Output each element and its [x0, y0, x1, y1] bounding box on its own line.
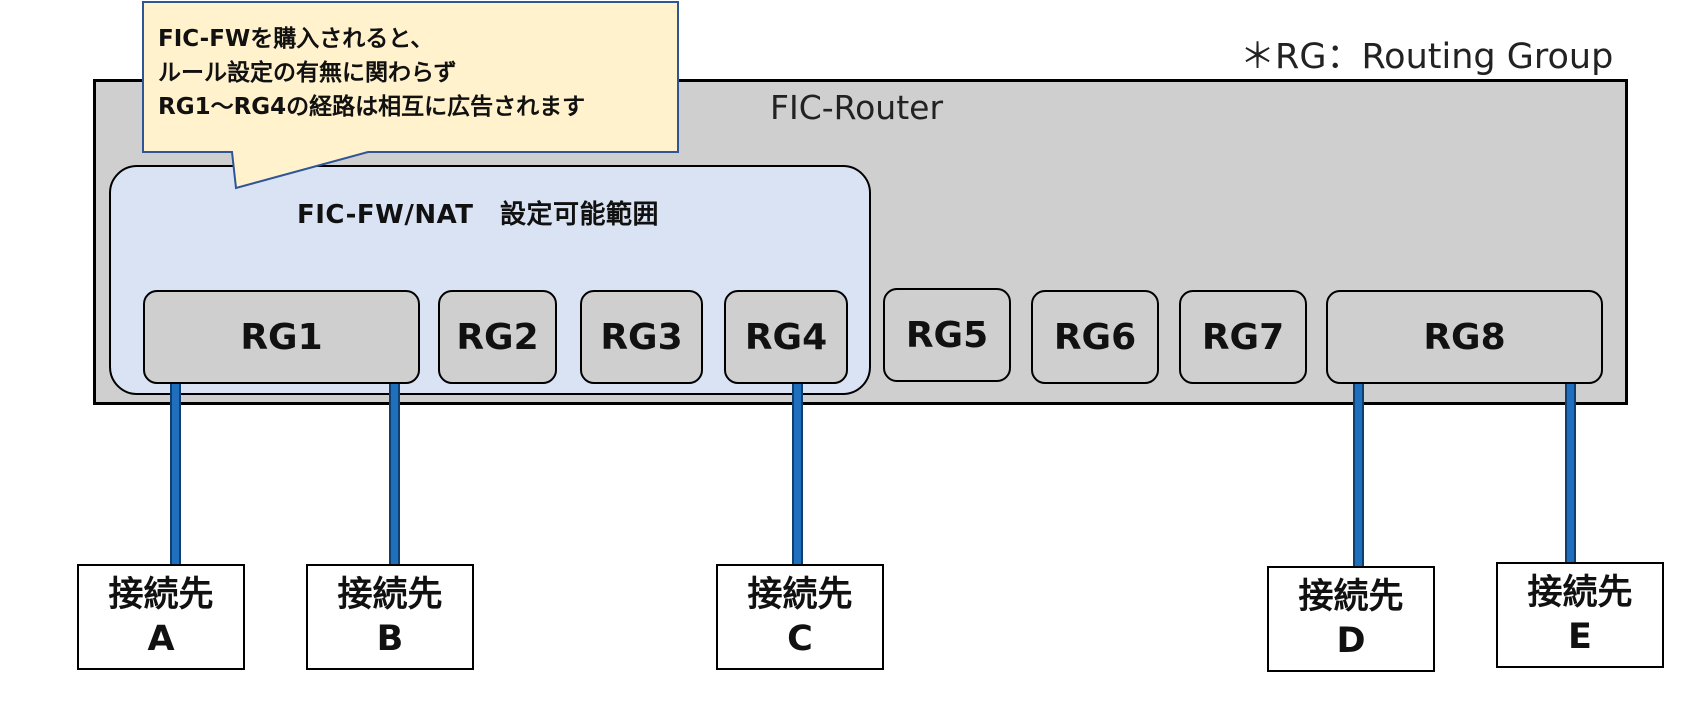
routing-group-rg1: RG1: [143, 290, 420, 384]
link-rg1-a: [170, 380, 181, 568]
link-rg1-b: [389, 380, 400, 568]
destination-d: 接続先 D: [1267, 566, 1435, 672]
link-rg8-d: [1353, 380, 1364, 568]
routing-group-rg8: RG8: [1326, 290, 1603, 384]
routing-group-rg3: RG3: [580, 290, 703, 384]
destination-label: 接続先: [747, 575, 853, 615]
routing-group-rg2: RG2: [438, 290, 557, 384]
destination-label: 接続先: [108, 575, 214, 615]
destination-id: D: [1336, 621, 1366, 661]
callout-line: FIC-FWを購入されると、: [158, 26, 434, 52]
link-rg4-c: [792, 380, 803, 568]
destination-label: 接続先: [337, 575, 443, 615]
destination-id: A: [147, 619, 175, 659]
callout-shape: [142, 1, 679, 190]
destination-label: 接続先: [1298, 577, 1404, 617]
destination-c: 接続先 C: [716, 564, 884, 670]
destination-b: 接続先 B: [306, 564, 474, 670]
routing-group-rg6: RG6: [1031, 290, 1159, 384]
destination-e: 接続先 E: [1496, 562, 1664, 668]
callout-text: FIC-FWを購入されると、 ルール設定の有無に関わらず RG1～RG4の経路は…: [158, 22, 678, 124]
destination-label: 接続先: [1527, 573, 1633, 613]
link-rg8-e: [1565, 380, 1576, 566]
destination-id: E: [1568, 617, 1592, 657]
routing-group-rg7: RG7: [1179, 290, 1307, 384]
rg-abbreviation-note: ＊RG：Routing Group: [1240, 37, 1614, 77]
callout-line: RG1～RG4の経路は相互に広告されます: [158, 94, 586, 120]
destination-id: C: [787, 619, 813, 659]
routing-group-rg5: RG5: [883, 288, 1011, 382]
callout-line: ルール設定の有無に関わらず: [158, 60, 457, 86]
routing-group-rg4: RG4: [724, 290, 848, 384]
fw-nat-area-title: FIC-FW/NAT 設定可能範囲: [297, 200, 659, 230]
fic-router-title: FIC-Router: [770, 88, 944, 127]
destination-a: 接続先 A: [77, 564, 245, 670]
destination-id: B: [376, 619, 404, 659]
